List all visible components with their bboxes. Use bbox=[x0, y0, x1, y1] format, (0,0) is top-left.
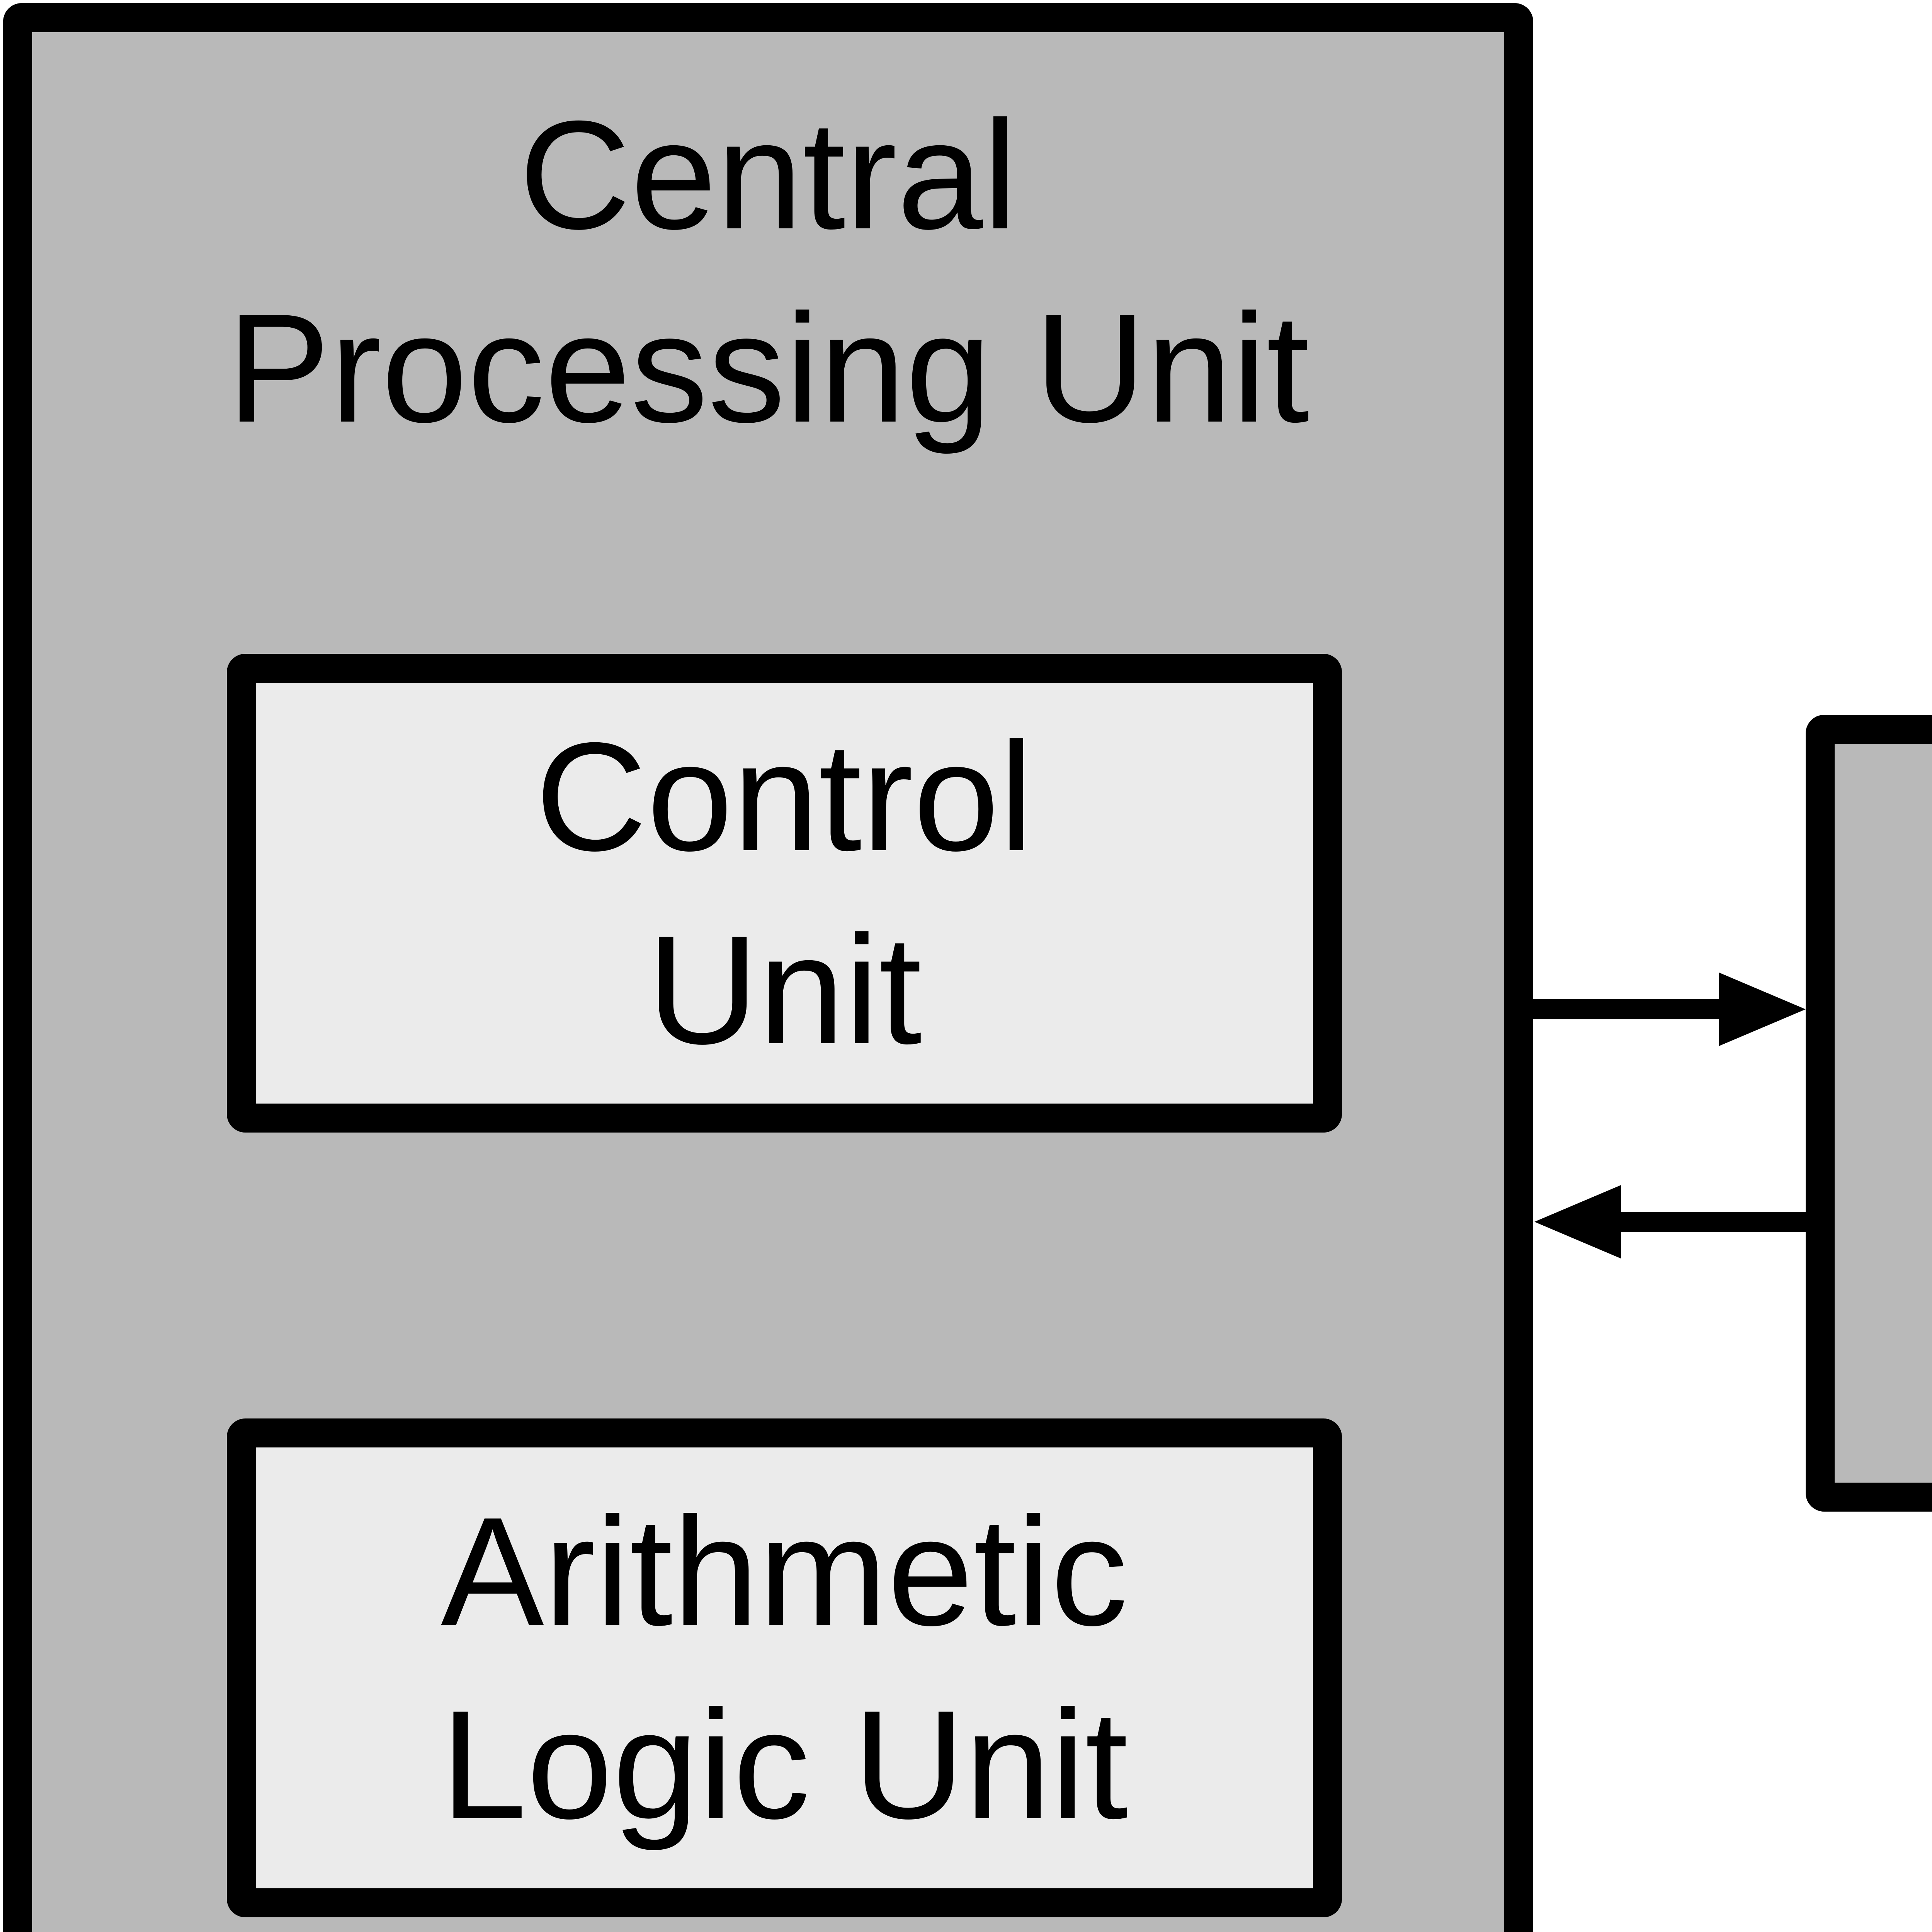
alu-label-line2: Logic Unit bbox=[440, 1678, 1128, 1851]
control-unit-label-line2: Unit bbox=[647, 903, 922, 1076]
cpu-title-line1: Central bbox=[519, 88, 1017, 261]
cpu-to-io-arrow bbox=[1533, 973, 1806, 1046]
alu-label-line1: Arithmetic bbox=[440, 1485, 1128, 1658]
control-unit-label-line1: Control bbox=[535, 710, 1034, 883]
alu-box: Arithmetic Logic Unit bbox=[227, 1418, 1342, 1917]
cpu-title-line2: Processing Unit bbox=[227, 282, 1310, 454]
io-to-cpu-arrow bbox=[1534, 1185, 1807, 1259]
cpu-title: Central Processing Unit bbox=[227, 78, 1309, 465]
control-unit-box: Control Unit bbox=[227, 654, 1342, 1133]
io-devices-box: Input/ Output Devices bbox=[1806, 715, 1932, 1512]
